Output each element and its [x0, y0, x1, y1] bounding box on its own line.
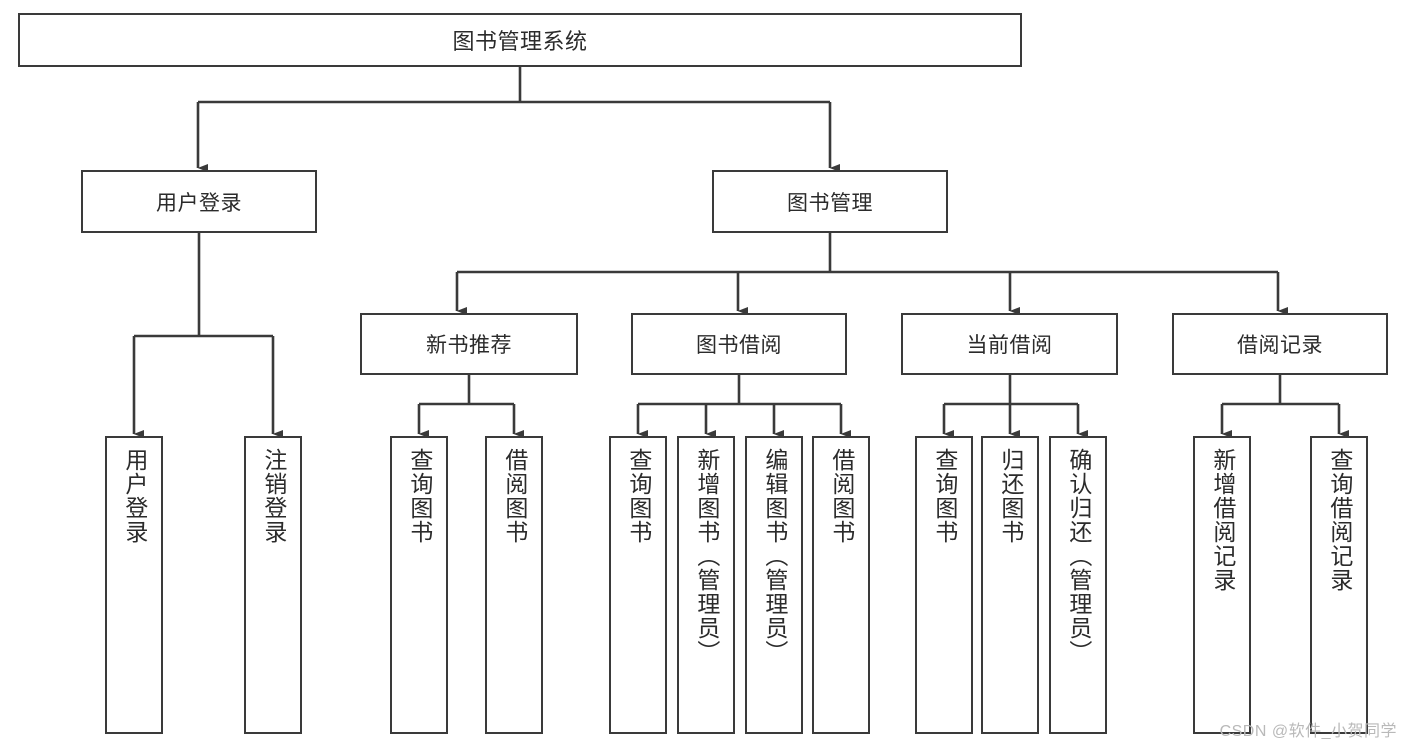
node-leaf-borrow-book-2[interactable]: 借阅图书 — [812, 436, 870, 734]
node-leaf-query-book-3[interactable]: 查询图书 — [915, 436, 973, 734]
node-leaf-query-book-1-label: 查询图书 — [406, 448, 433, 544]
node-leaf-edit-book[interactable]: 编辑图书（管理员） — [745, 436, 803, 734]
node-leaf-add-book[interactable]: 新增图书（管理员） — [677, 436, 735, 734]
node-current-borrow[interactable]: 当前借阅 — [901, 313, 1118, 375]
node-borrow-record-label: 借阅记录 — [1237, 334, 1323, 357]
node-user-login-label: 用户登录 — [156, 191, 242, 215]
node-current-borrow-label: 当前借阅 — [966, 334, 1053, 357]
node-book-borrow-label: 图书借阅 — [696, 334, 782, 357]
node-book-borrow[interactable]: 图书借阅 — [631, 313, 847, 375]
node-book-manage[interactable]: 图书管理 — [712, 170, 948, 233]
node-leaf-confirm-return-label: 确认归还（管理员） — [1065, 448, 1092, 664]
node-leaf-return-book-label: 归还图书 — [997, 448, 1024, 544]
node-user-login[interactable]: 用户登录 — [81, 170, 317, 233]
node-leaf-add-record[interactable]: 新增借阅记录 — [1193, 436, 1251, 734]
node-new-book-recommend-label: 新书推荐 — [426, 334, 512, 357]
node-leaf-confirm-return[interactable]: 确认归还（管理员） — [1049, 436, 1107, 734]
node-leaf-user-login[interactable]: 用户登录 — [105, 436, 163, 734]
node-leaf-logout-login[interactable]: 注销登录 — [244, 436, 302, 734]
node-leaf-borrow-book-1-label: 借阅图书 — [501, 448, 528, 544]
node-new-book-recommend[interactable]: 新书推荐 — [360, 313, 578, 375]
node-leaf-borrow-book-2-label: 借阅图书 — [828, 448, 855, 544]
node-leaf-query-book-2[interactable]: 查询图书 — [609, 436, 667, 734]
node-leaf-edit-book-label: 编辑图书（管理员） — [761, 448, 788, 664]
node-leaf-add-record-label: 新增借阅记录 — [1209, 448, 1236, 592]
node-leaf-logout-login-label: 注销登录 — [260, 448, 287, 544]
node-leaf-query-book-1[interactable]: 查询图书 — [390, 436, 448, 734]
node-leaf-add-book-label: 新增图书（管理员） — [693, 448, 720, 664]
node-book-manage-label: 图书管理 — [787, 191, 873, 215]
node-leaf-query-book-2-label: 查询图书 — [625, 448, 652, 544]
node-root-label: 图书管理系统 — [452, 29, 588, 54]
node-root[interactable]: 图书管理系统 — [18, 13, 1022, 67]
node-leaf-query-record-label: 查询借阅记录 — [1326, 448, 1353, 592]
node-borrow-record[interactable]: 借阅记录 — [1172, 313, 1388, 375]
node-leaf-query-book-3-label: 查询图书 — [931, 448, 958, 544]
node-leaf-return-book[interactable]: 归还图书 — [981, 436, 1039, 734]
node-leaf-borrow-book-1[interactable]: 借阅图书 — [485, 436, 543, 734]
node-leaf-user-login-label: 用户登录 — [121, 448, 148, 544]
node-leaf-query-record[interactable]: 查询借阅记录 — [1310, 436, 1368, 734]
